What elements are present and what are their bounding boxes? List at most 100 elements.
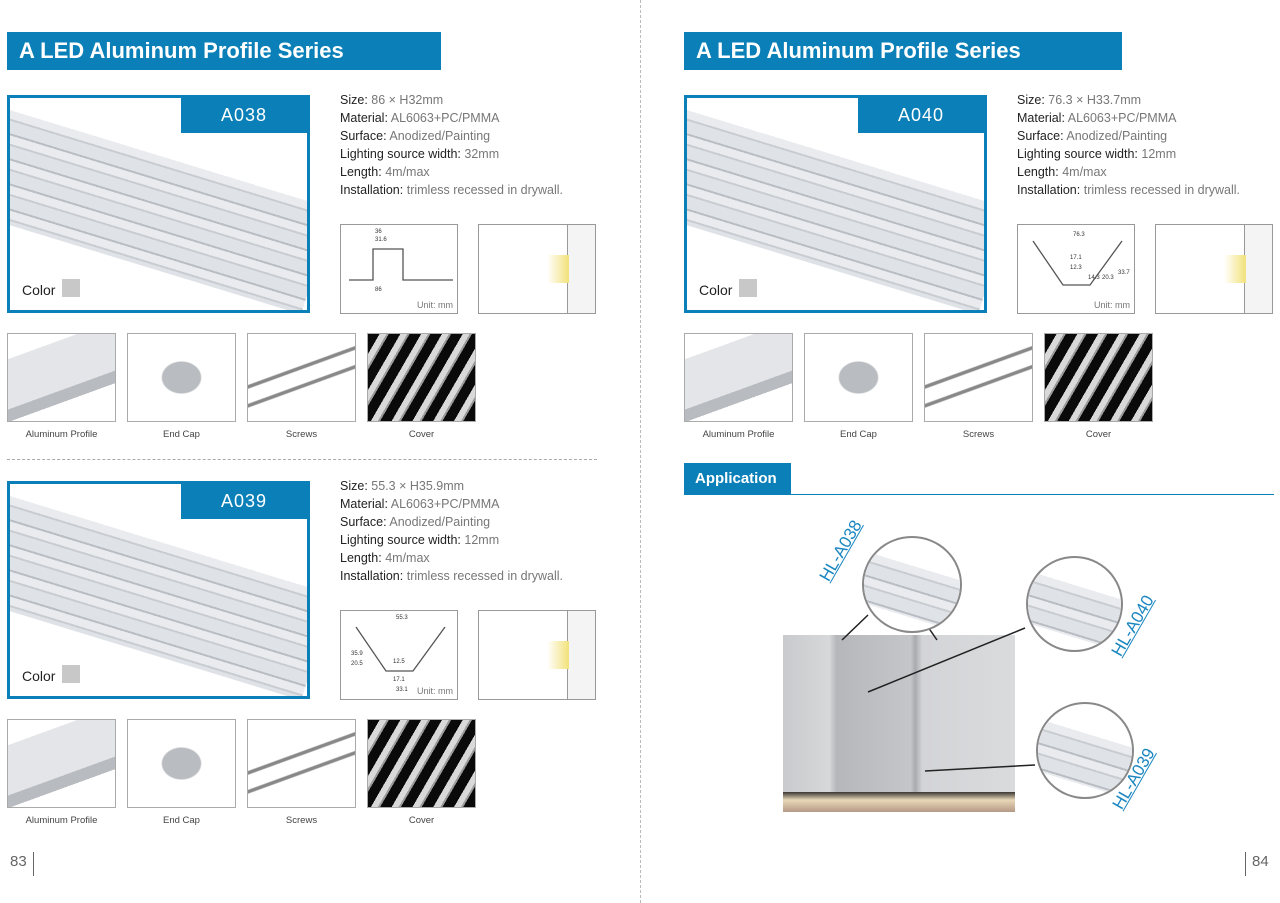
accessory-label: Aluminum Profile (25, 429, 98, 440)
accessory-end-cap (127, 333, 236, 422)
dimension-label: 33.7 (1118, 270, 1130, 276)
color-label: Color (699, 282, 733, 298)
product-image-a039: A039 Color (7, 481, 310, 699)
callout-circle-a038 (862, 536, 962, 633)
product-image-a038: A038 Color (7, 95, 310, 313)
accessory-aluminum-profile (684, 333, 793, 422)
spec-installation: Installation: trimless recessed in drywa… (340, 569, 564, 583)
accessory-end-cap (127, 719, 236, 808)
accessory-screws (924, 333, 1033, 422)
model-tag: A040 (858, 98, 984, 133)
light-glow (547, 255, 569, 283)
application-heading: Application (684, 463, 791, 495)
accessory-cover (367, 333, 476, 422)
dimension-label: 76.3 (1073, 232, 1085, 238)
dimension-label: 36 (375, 229, 382, 235)
model-tag: A038 (181, 98, 307, 133)
light-glow (547, 641, 569, 669)
floor-light (783, 792, 1015, 812)
accessory-label: End Cap (840, 429, 877, 440)
color-label: Color (22, 668, 56, 684)
spec-installation: Installation: trimless recessed in drywa… (340, 183, 564, 197)
spec-surface: Surface: Anodized/Painting (340, 515, 491, 529)
page-number-left: 83 (10, 852, 34, 876)
dimension-label: 14.3 (1088, 275, 1100, 281)
wall-section (1244, 225, 1272, 313)
accessory-aluminum-profile (7, 719, 116, 808)
spec-lighting: Lighting source width: 12mm (340, 533, 500, 547)
light-glow (1224, 255, 1246, 283)
installation-drawing (1155, 224, 1273, 314)
dimension-label: 31.6 (375, 237, 387, 243)
callout-circle-a039 (1036, 702, 1134, 799)
color-swatch (62, 665, 80, 683)
accessory-label: Cover (1085, 429, 1112, 440)
dimension-label: 35.9 (351, 651, 363, 657)
accessory-label: Cover (408, 429, 435, 440)
accessory-label: Screws (962, 429, 995, 440)
cross-section-drawing (349, 248, 453, 281)
spec-lighting: Lighting source width: 12mm (1017, 147, 1177, 161)
page-number-right: 84 (1245, 852, 1269, 876)
dimension-label: 33.1 (396, 687, 408, 693)
dimension-label: 86 (375, 287, 382, 293)
cross-section-drawing (1032, 240, 1123, 286)
application-section: Application (684, 463, 1274, 495)
dimension-label: 17.1 (393, 677, 405, 683)
accessory-label: Screws (285, 429, 318, 440)
unit-label: Unit: mm (417, 686, 453, 696)
dimension-label: 17.1 (1070, 255, 1082, 261)
page-title-left: A LED Aluminum Profile Series (7, 32, 441, 70)
spec-surface: Surface: Anodized/Painting (1017, 129, 1168, 143)
unit-label: Unit: mm (1094, 300, 1130, 310)
accessory-screws (247, 719, 356, 808)
accessory-label: Screws (285, 815, 318, 826)
application-image (783, 635, 1015, 812)
dimension-drawing: 55.3 35.9 20.5 12.5 17.1 33.1 Unit: mm (340, 610, 458, 700)
dimension-label: 20.3 (1102, 275, 1114, 281)
installation-drawing (478, 224, 596, 314)
dimension-label: 12.3 (1070, 265, 1082, 271)
installation-drawing (478, 610, 596, 700)
product-image-a040: A040 Color (684, 95, 987, 313)
spec-material: Material: AL6063+PC/PMMA (340, 497, 500, 511)
color-swatch (62, 279, 80, 297)
accessory-screws (247, 333, 356, 422)
cross-section-drawing (355, 626, 446, 672)
callout-circle-a040 (1026, 556, 1123, 652)
accessory-label: Aluminum Profile (702, 429, 775, 440)
spec-size: Size: 55.3 × H35.9mm (340, 479, 465, 493)
wall-section (567, 225, 595, 313)
color-swatch (739, 279, 757, 297)
accessory-label: Cover (408, 815, 435, 826)
dimension-label: 20.5 (351, 661, 363, 667)
dimension-label: 12.5 (393, 659, 405, 665)
color-label: Color (22, 282, 56, 298)
spec-surface: Surface: Anodized/Painting (340, 129, 491, 143)
page-divider (640, 0, 641, 903)
accessory-label: End Cap (163, 429, 200, 440)
accessory-label: End Cap (163, 815, 200, 826)
unit-label: Unit: mm (417, 300, 453, 310)
accessory-label: Aluminum Profile (25, 815, 98, 826)
spec-material: Material: AL6063+PC/PMMA (1017, 111, 1177, 125)
spec-lighting: Lighting source width: 32mm (340, 147, 500, 161)
model-tag: A039 (181, 484, 307, 519)
spec-length: Length: 4m/max (340, 551, 430, 565)
accessory-end-cap (804, 333, 913, 422)
accessory-cover (1044, 333, 1153, 422)
spec-length: Length: 4m/max (340, 165, 430, 179)
dimension-label: 55.3 (396, 615, 408, 621)
spec-size: Size: 76.3 × H33.7mm (1017, 93, 1142, 107)
spec-installation: Installation: trimless recessed in drywa… (1017, 183, 1241, 197)
spec-length: Length: 4m/max (1017, 165, 1107, 179)
accessory-cover (367, 719, 476, 808)
spec-size: Size: 86 × H32mm (340, 93, 444, 107)
wall-section (567, 611, 595, 699)
section-separator (7, 459, 597, 460)
